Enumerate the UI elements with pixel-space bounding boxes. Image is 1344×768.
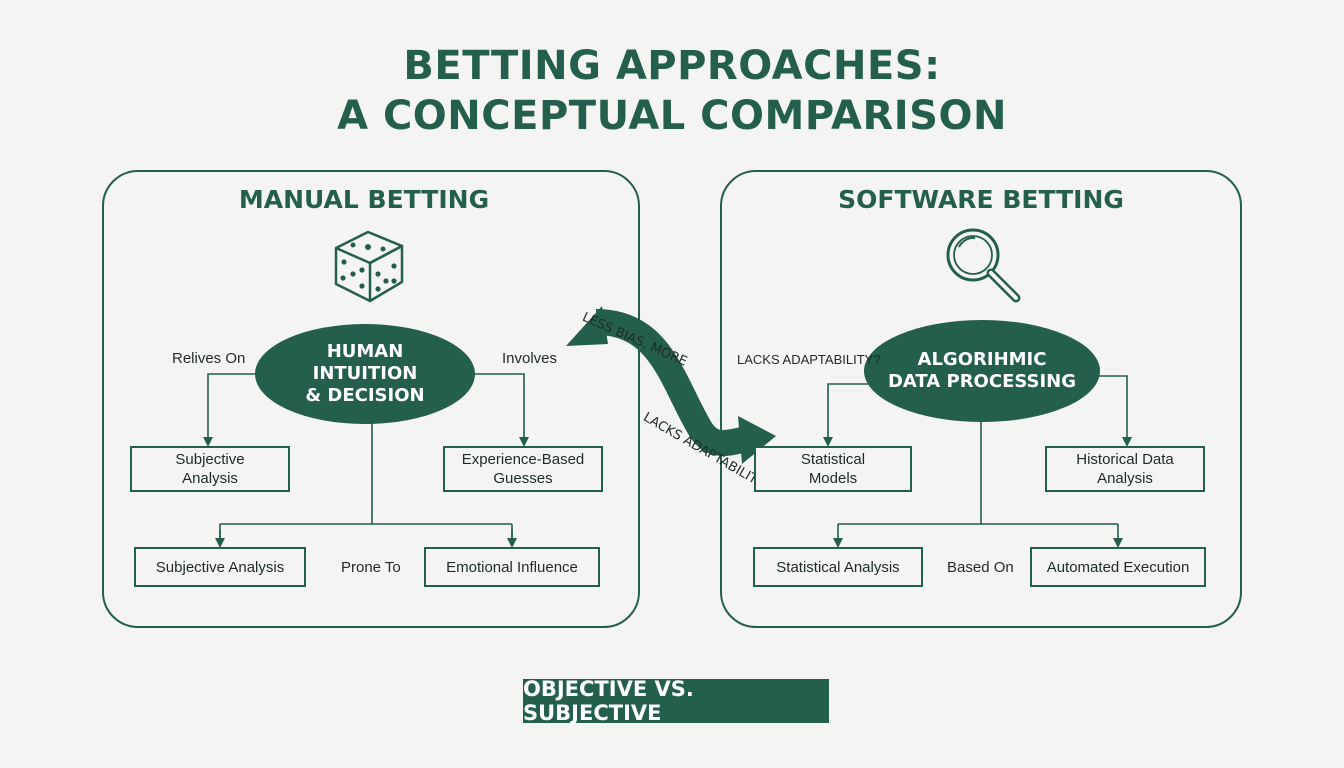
manual-core-line-2: INTUITION: [312, 363, 418, 384]
manual-core-node: HUMAN INTUITION & DECISION: [255, 324, 475, 424]
software-core-node: ALGORIHMIC DATA PROCESSING: [864, 320, 1100, 422]
manual-core-line-1: HUMAN: [326, 341, 404, 362]
box-line: Statistical: [800, 451, 866, 468]
manual-subjective-analysis-box: Subjective Analysis: [130, 446, 290, 492]
manual-core-line-3: & DECISION: [305, 385, 425, 406]
software-left-connector: [823, 383, 876, 447]
page-title-line-1: BETTING APPROACHES:: [403, 43, 941, 89]
magnifier-icon: [946, 228, 1021, 303]
manual-involves-connector: [460, 373, 529, 447]
page-title-line-2: A CONCEPTUAL COMPARISON: [337, 93, 1007, 139]
box-line: Models: [808, 470, 858, 487]
box-line: Analysis: [1097, 470, 1153, 487]
manual-betting-panel: [102, 170, 640, 628]
manual-betting-heading: MANUAL BETTING: [238, 185, 490, 214]
box-line: Analysis: [182, 470, 238, 487]
box-line: Guesses: [493, 470, 553, 487]
software-right-connector: [1090, 375, 1132, 447]
software-core-line-2: DATA PROCESSING: [887, 371, 1077, 392]
manual-subjective-analysis-bottom-box: Subjective Analysis: [134, 547, 306, 587]
software-automated-execution-box: Automated Execution: [1030, 547, 1206, 587]
software-based-connector: [838, 420, 1118, 525]
box-line: Experience-Based: [461, 451, 585, 468]
manual-prone-label: Prone To: [341, 559, 401, 576]
software-based-label: Based On: [947, 559, 1014, 576]
manual-relies-label: Relives On: [172, 350, 246, 367]
box-line: Subjective: [175, 451, 245, 468]
software-betting-heading: SOFTWARE BETTING: [838, 185, 1124, 214]
comparison-arrow: [566, 306, 776, 464]
software-statistical-analysis-box: Statistical Analysis: [753, 547, 923, 587]
objective-vs-subjective-badge: OBJECTIVE VS. SUBJECTIVE: [523, 677, 829, 725]
software-statistical-models-box: Statistical Models: [754, 446, 912, 492]
box-line: Historical Data: [1076, 451, 1174, 468]
software-core-line-1: ALGORIHMIC: [917, 349, 1047, 370]
manual-involves-label: Involves: [502, 350, 558, 367]
dice-icon: [334, 230, 404, 303]
manual-relies-connector: [203, 373, 270, 447]
manual-experience-guesses-box: Experience-Based Guesses: [443, 446, 603, 492]
software-left-label: LACKS ADAPTABILITY?: [737, 352, 881, 367]
software-betting-panel: [720, 170, 1242, 628]
software-historical-data-box: Historical Data Analysis: [1045, 446, 1205, 492]
manual-emotional-influence-box: Emotional Influence: [424, 547, 600, 587]
manual-prone-connector: [219, 420, 513, 541]
